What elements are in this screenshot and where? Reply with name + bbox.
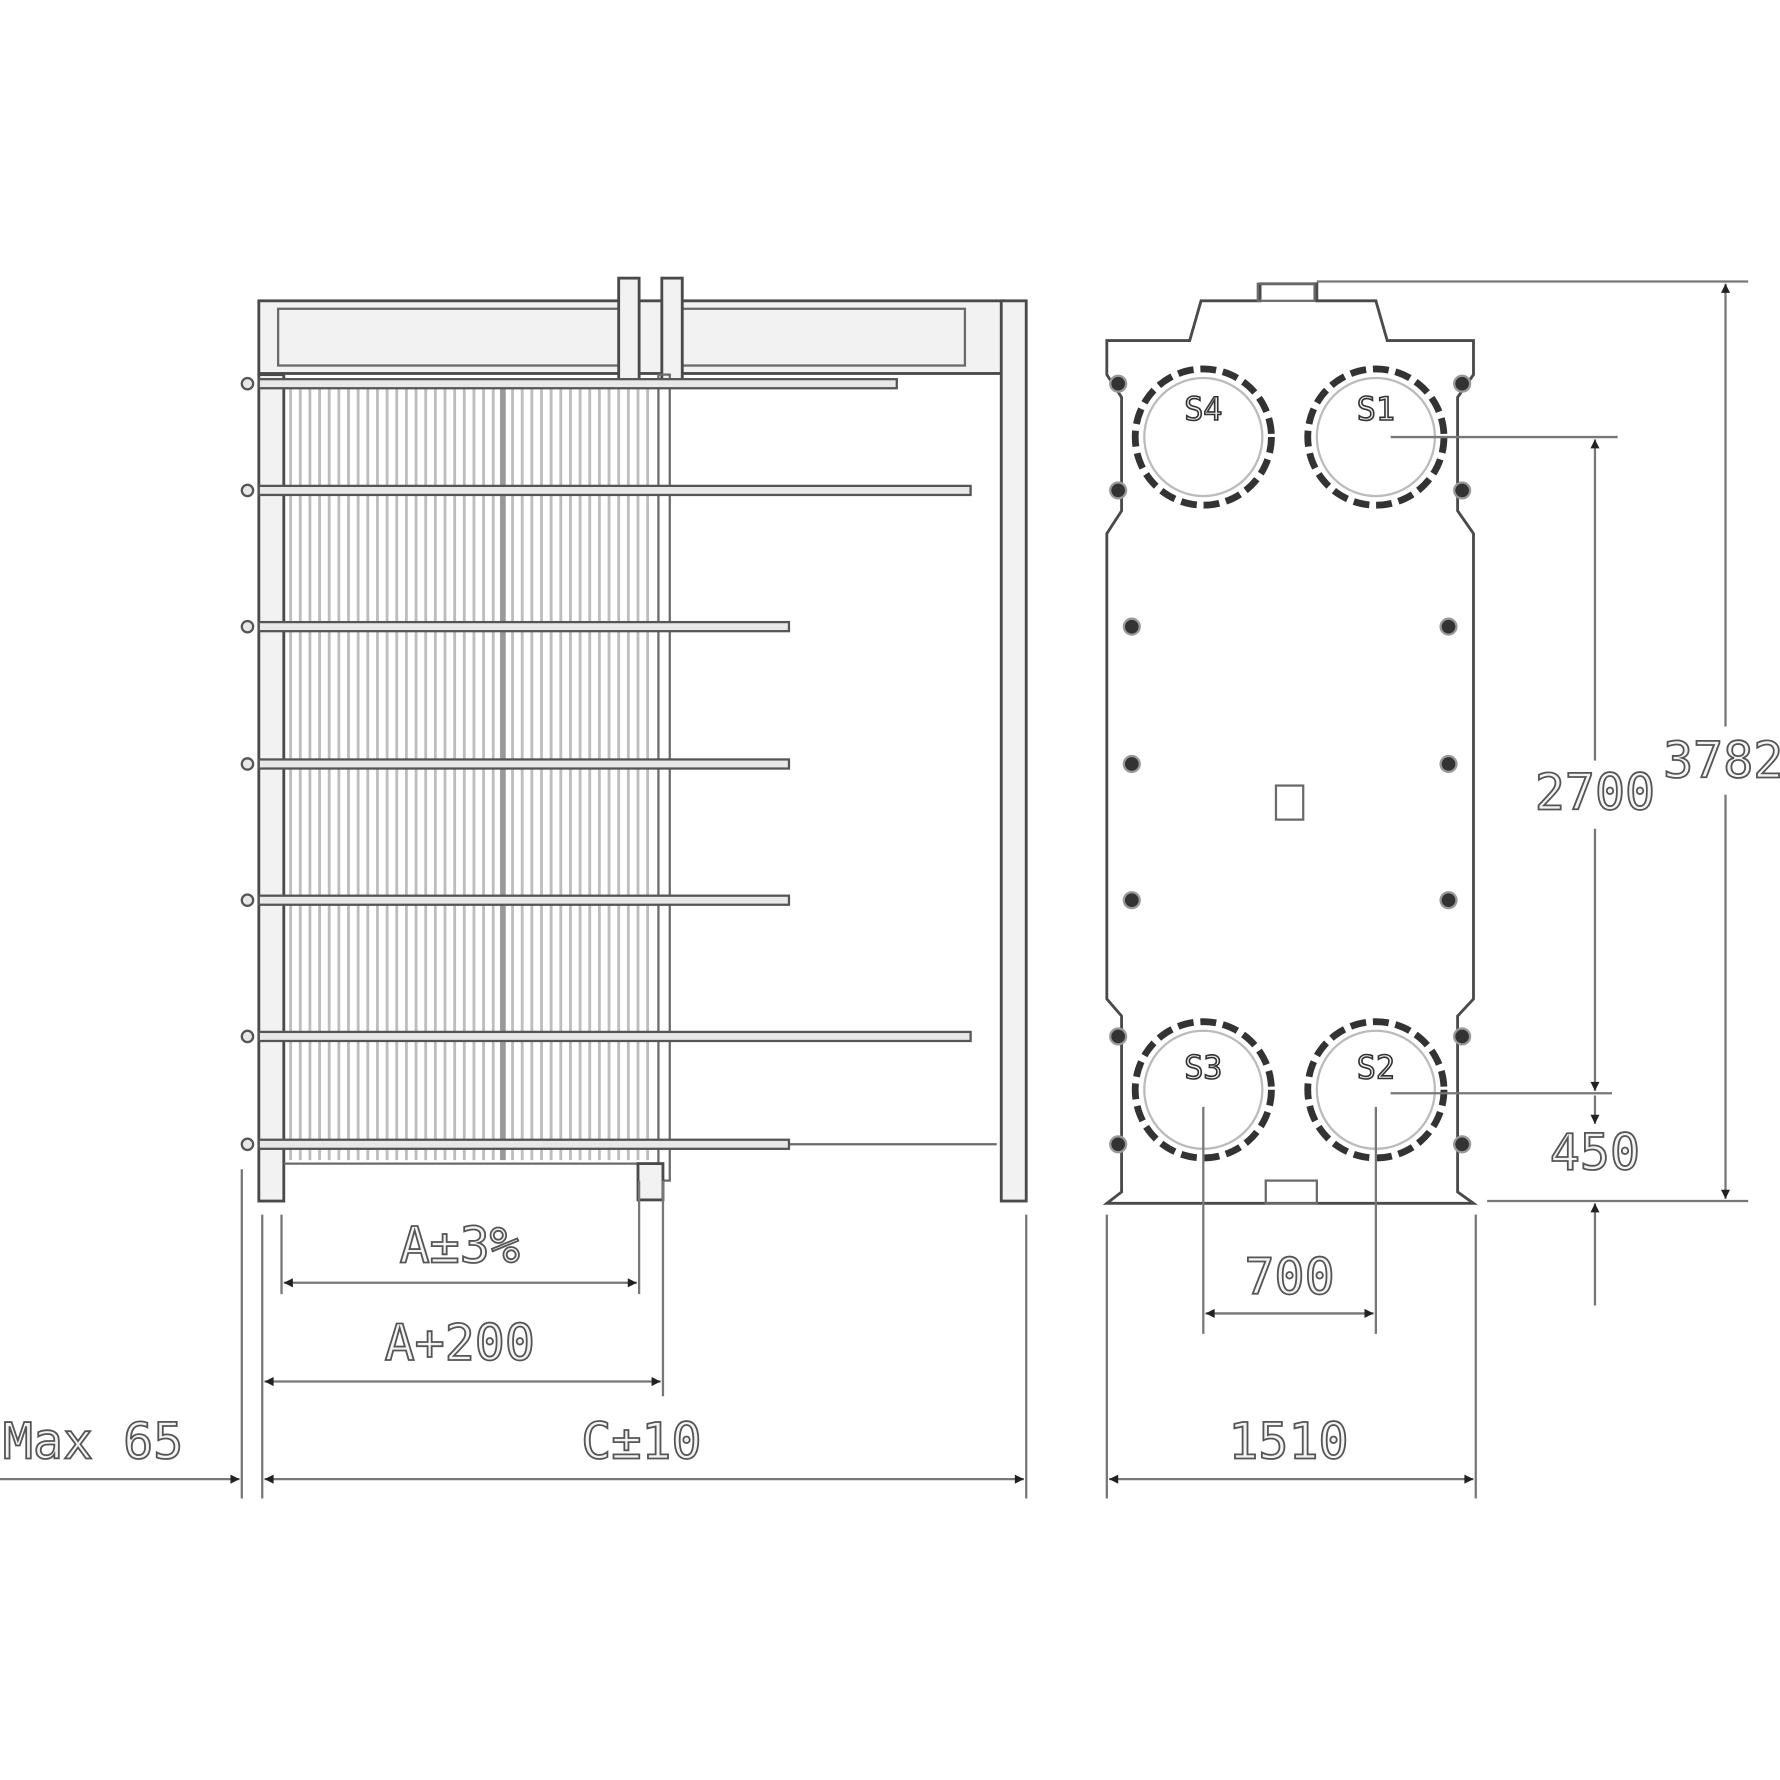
side-view [240, 276, 1028, 1203]
dim-label-max-65: Max 65 [3, 1413, 183, 1471]
tie-rod-nut [240, 376, 255, 391]
bolt-hole [1453, 1135, 1472, 1154]
port-label-s4: S4 [1184, 392, 1222, 428]
bottom-notch [1264, 1179, 1318, 1205]
side-view-dimensions: A±3% A+200 C±10 Max 65 [0, 1169, 1028, 1499]
dim-label-a-200: A+200 [385, 1314, 535, 1372]
tie-rod-nut [240, 483, 255, 498]
support-column [999, 299, 1028, 1203]
tie-rod-nut [240, 619, 255, 634]
bolt-hole [1453, 374, 1472, 393]
bolt-hole [1109, 481, 1128, 500]
port-label-s3: S3 [1184, 1050, 1222, 1086]
dim-label-3782: 3782 [1663, 732, 1780, 790]
dim-label-450: 450 [1550, 1123, 1640, 1181]
port-label-s2: S2 [1357, 1050, 1395, 1086]
tie-rod-nut [240, 1029, 255, 1044]
port-s4: S4 [1131, 365, 1275, 509]
bolt-holes [1109, 374, 1472, 1154]
bolt-hole [1109, 1135, 1128, 1154]
port-s3: S3 [1131, 1018, 1275, 1162]
bolt-hole [1439, 754, 1458, 774]
top-notch [1256, 282, 1316, 302]
tie-rods [240, 376, 972, 1152]
tie-rod [257, 1030, 972, 1043]
bolt-hole [1453, 481, 1472, 500]
bolt-hole [1109, 374, 1128, 393]
bolt-hole [1122, 754, 1141, 774]
tie-rod [257, 758, 791, 770]
bolt-hole [1122, 891, 1141, 910]
top-bar-support-right [660, 276, 684, 382]
dim-label-2700: 2700 [1535, 763, 1655, 821]
tie-rod-nut [240, 893, 255, 908]
tie-rod [257, 1138, 791, 1150]
tie-rod [257, 378, 898, 390]
port-s2: S2 [1304, 1018, 1448, 1162]
bolt-hole [1439, 617, 1458, 636]
dim-label-1510: 1510 [1228, 1413, 1348, 1471]
bolt-hole [1122, 617, 1141, 636]
dim-label-c-10: C±10 [581, 1413, 701, 1471]
front-view: S4 S1 S3 S2 [1102, 282, 1478, 1205]
tie-rod [257, 894, 791, 906]
tie-rod [257, 620, 791, 633]
port-label-s1: S1 [1357, 392, 1395, 428]
tie-rod-nut [240, 1137, 255, 1152]
tie-rod [257, 484, 972, 497]
dim-label-700: 700 [1244, 1248, 1334, 1306]
front-view-dimensions: 700 1510 2700 3782 450 [1105, 280, 1780, 1499]
dim-label-a-3pct: A±3% [400, 1216, 520, 1274]
plate-pack [289, 381, 650, 1161]
bolt-hole [1453, 1027, 1472, 1046]
top-bar-support-left [617, 276, 641, 382]
tie-rod-nut [240, 757, 255, 771]
frame-plate-outline [1102, 282, 1478, 1205]
center-marker [1274, 784, 1305, 821]
pressure-plate-foot [636, 1162, 665, 1202]
bolt-hole [1109, 1027, 1128, 1046]
frame-plate [257, 373, 286, 1203]
bolt-hole [1439, 891, 1458, 910]
